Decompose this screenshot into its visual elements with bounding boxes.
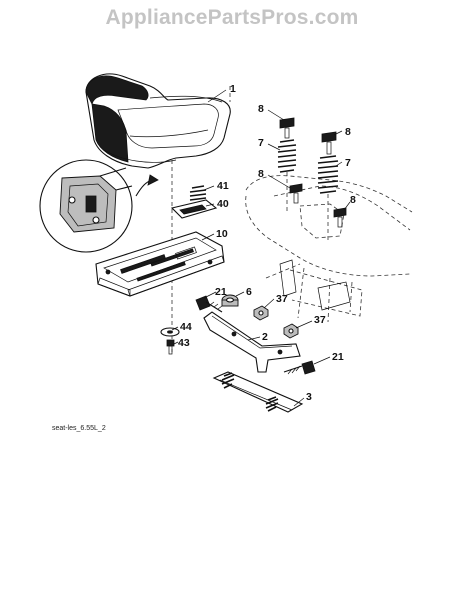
callout-44: 44 — [180, 321, 192, 333]
callout-41: 41 — [217, 180, 229, 192]
callout-37-upper: 37 — [276, 293, 288, 305]
callout-8-top-left: 8 — [258, 103, 264, 115]
callout-10: 10 — [216, 228, 228, 240]
body-frame-bracket — [279, 259, 351, 311]
leader-lines — [171, 89, 351, 407]
bolt-part-8-top-left[interactable] — [279, 117, 295, 139]
callout-labels: 1 8 8 7 7 8 8 41 40 10 21 6 37 44 43 2 3… — [178, 83, 356, 403]
detail-inset — [39, 159, 133, 253]
bolt-part-8-lower-right[interactable] — [333, 207, 347, 228]
site-watermark: AppliancePartsPros.com — [105, 6, 359, 29]
bolt-part-8-top-right[interactable] — [321, 131, 337, 155]
figure-id-label: seat-les_6.55L_2 — [52, 425, 106, 432]
nut-part-37-upper[interactable] — [253, 305, 269, 321]
mower-body-outline — [245, 175, 413, 323]
callout-6: 6 — [246, 286, 252, 298]
washer-part-44[interactable] — [160, 327, 180, 337]
pivot-bracket-part-2[interactable] — [203, 311, 301, 373]
callout-2: 2 — [262, 331, 268, 343]
bolt-part-21-right[interactable] — [283, 360, 316, 375]
spring-part-41[interactable] — [189, 185, 207, 201]
callout-8-lower-left: 8 — [258, 168, 264, 180]
callout-8-lower-right: 8 — [350, 194, 356, 206]
bolt-part-8-lower-left[interactable] — [289, 183, 303, 204]
callout-3: 3 — [306, 391, 312, 403]
nut-part-6[interactable] — [221, 294, 239, 307]
callout-21-left: 21 — [215, 286, 227, 298]
callout-21-right: 21 — [332, 351, 344, 363]
bolt-part-21-left[interactable] — [195, 295, 223, 313]
inset-arrow-head — [147, 174, 159, 186]
nut-part-37-lower[interactable] — [283, 323, 299, 339]
shock-spring-part-7-left[interactable] — [277, 139, 297, 214]
callout-7-left: 7 — [258, 137, 264, 149]
callout-7-right: 7 — [345, 157, 351, 169]
callout-40: 40 — [217, 198, 229, 210]
callout-8-top-right: 8 — [345, 126, 351, 138]
bolt-part-43[interactable] — [166, 339, 175, 355]
spring-bracket-part-3[interactable] — [212, 371, 304, 413]
shock-spring-part-7-right[interactable] — [317, 155, 339, 240]
callout-1: 1 — [230, 83, 236, 95]
seat-part-1[interactable] — [85, 73, 231, 169]
callout-43: 43 — [178, 337, 190, 349]
callout-37-lower: 37 — [314, 314, 326, 326]
seat-plate-part-10[interactable] — [95, 231, 225, 297]
slide-bracket-part-40[interactable] — [170, 199, 218, 219]
